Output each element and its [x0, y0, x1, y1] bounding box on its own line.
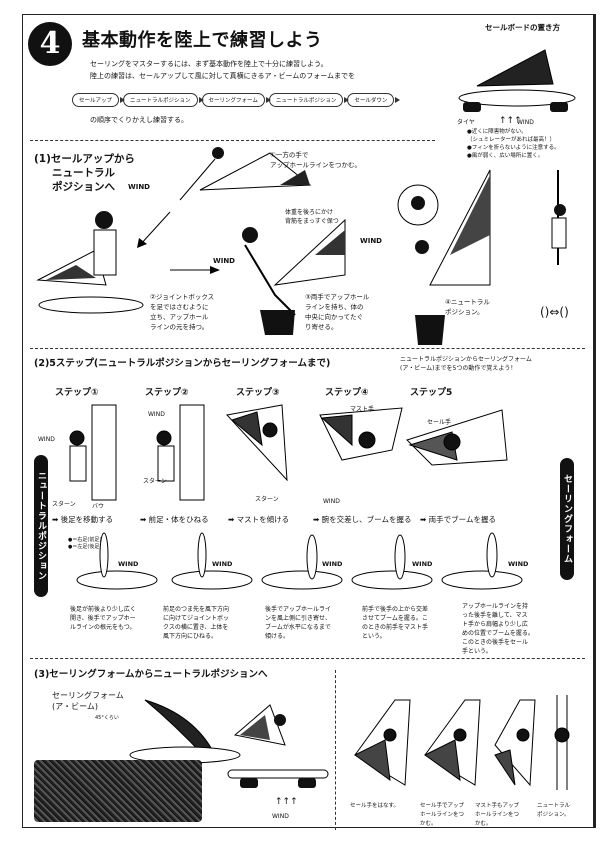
wind-label: WIND — [360, 237, 382, 245]
wind-arrows-icon: ↑↑↑ — [275, 797, 298, 807]
section2-subtitle: ニュートラルポジションからセーリングフォーム (ア・ビーム)までを5つの動作で覚… — [400, 356, 532, 372]
wind-label: WIND — [212, 560, 233, 568]
intro-line: セーリングをマスターするには、まず基本動作を陸上で十分に練習しよう。 — [90, 60, 328, 68]
step5-action: ➡ 両手でブームを握る — [420, 515, 496, 524]
step5-description: アップホールラインを持 った後手を離して、マス ト手から肩幅より少し広 めの位置… — [462, 603, 534, 655]
posture-note: 体重を後ろにかけ 背筋をまっすぐ保つ — [285, 209, 339, 225]
return-caption: セール手でアップ ホールラインをつ かむ。 — [420, 803, 465, 827]
sailing-form-label: セーリングフォーム (ア・ビーム) — [52, 691, 124, 711]
note-item: ●近くに障害物がない。 — [467, 129, 527, 135]
sequence-flow: セールアップ ニュートラルポジション セーリングフォーム ニュートラルポジション… — [72, 93, 401, 107]
step1-description: 後足が前後より少し広く 開き、後手でアップホー ルラインの根元をもつ。 — [70, 606, 136, 631]
divider — [30, 658, 585, 659]
section1-title-line: ニュートラル — [52, 167, 115, 179]
wind-label: WIND — [213, 257, 235, 265]
wind-label: WIND — [322, 560, 343, 568]
intro-line: 陸上の練習は、セールアップして風に対して真横にきるア・ビームのフォームまでを — [90, 72, 356, 80]
step2-heading: ステップ② — [145, 388, 189, 398]
five-steps-illustration — [69, 404, 508, 501]
neutral-back-illustration — [36, 211, 144, 314]
step3-heading: ステップ③ — [236, 388, 280, 398]
section1-title-line: ポジションへ — [52, 181, 115, 193]
page-frame — [22, 14, 596, 828]
wind-label: WIND — [412, 560, 433, 568]
wind-arrows-icon: ↑↑↑ — [499, 116, 522, 126]
step2-action: ➡ 前足・体をひねる — [140, 515, 209, 524]
sailing-form-label: セーリングフォーム — [560, 458, 574, 580]
neutral-position-illustration — [397, 169, 491, 345]
legend-item: ●＝左足(後足) — [68, 544, 102, 550]
inset-notes: ●近くに障害物がない。 （シュミレーターがあれば最高！） ●フィンを折らないよう… — [467, 128, 592, 160]
step3-caption: ③両手でアップホール ラインを持ち、体の 中央に向かってたぐ り寄せる。 — [305, 293, 370, 331]
standing-side-illustration — [551, 170, 567, 265]
step3-description: 後手でアップホールライ ンを風上側に引き寄せ、 ブームが水平になるまで 傾ける。 — [265, 606, 332, 640]
mast-hand-label: マスト手 — [350, 406, 375, 413]
sequence-step: セールアップ — [72, 93, 126, 107]
step4-action: ➡ 腕を交差し、ブームを握る — [313, 515, 412, 524]
divider — [30, 348, 585, 349]
divider — [30, 140, 435, 141]
wind-label: WIND — [323, 498, 340, 505]
angle-label: 45°くらい — [95, 715, 119, 721]
step1-action: ➡ 後足を移動する — [52, 515, 114, 524]
bow-label: バウ — [92, 503, 105, 510]
inset-title: セールボードの置き方 — [485, 23, 560, 32]
arrow-right-icon — [170, 266, 220, 274]
foot-legend: ●＝右足(前足) ●＝左足(後足) — [68, 537, 101, 551]
wind-label: WIND — [517, 119, 534, 126]
tire-label: タイヤ — [457, 119, 475, 126]
section1-title-line: (1)セールアップから — [34, 153, 135, 165]
section1-title: (1)セールアップから ニュートラル ポジションへ — [34, 152, 135, 194]
sail-hand-label: セール手 — [427, 419, 452, 426]
step2-caption: ②ジョイントボックス を足ではさむように 立ち、アップホール ラインの元を持つ。 — [150, 293, 215, 331]
step2-description: 前足のつま先を風下方向 に向けてジョイントボッ クスの横に置き、上体を 風下方向… — [163, 606, 230, 640]
section2-title: (2)5ステップ(ニュートラルポジションからセーリングフォームまで) — [34, 358, 331, 369]
page-title: 基本動作を陸上で練習しよう — [82, 30, 323, 51]
return-caption: マスト手もアップ ホールラインをつ かむ。 — [475, 803, 520, 827]
step4-description: 前手で後手の上から交差 させてブームを握る。こ のときの前手をマスト手 という。 — [362, 606, 429, 640]
note-item: ●フィンを折らないように注意する。 — [467, 145, 560, 151]
sequence-step: セールダウン — [347, 93, 401, 107]
board-placement-inset: セールボードの置き方 タイヤ ↑↑↑ WIND ●近くに障害物がない。 （シュミ… — [445, 14, 590, 159]
wind-label: WIND — [508, 560, 529, 568]
board-with-tires — [227, 769, 329, 788]
step1-heading: ステップ① — [55, 388, 99, 398]
stern-label: スターン — [255, 496, 279, 503]
sequence-step: ニュートラルポジション — [123, 93, 204, 107]
return-caption: ニュートラル ポジション。 — [537, 803, 571, 818]
dark-panel — [34, 760, 202, 822]
step4-heading: ステップ④ — [325, 388, 369, 398]
foot-position-icon: ()⇔() — [540, 305, 569, 319]
step4-caption: ④ニュートラル ポジション。 — [445, 298, 490, 316]
note-item: ●風が弱く、広い場所に置く。 — [467, 153, 544, 159]
wind-label: WIND — [272, 813, 289, 820]
stern-label: スターン — [52, 501, 76, 508]
return-caption: セール手をはなす。 — [350, 803, 399, 809]
wind-label: WIND — [118, 560, 139, 568]
vertical-divider — [335, 670, 336, 830]
sequence-step: セーリングフォーム — [201, 93, 272, 107]
legend-item: ●＝右足(前足) — [68, 537, 102, 543]
neutral-position-label: ニュートラルポジション — [34, 455, 48, 597]
stern-label: スターン — [143, 478, 167, 485]
section-number-badge: 4 — [28, 22, 72, 66]
return-to-neutral-sequence — [354, 695, 570, 790]
section3-title: (3)セーリングフォームからニュートラルポジションへ — [34, 669, 268, 680]
note-item: （シュミレーターがあれば最高！） — [467, 137, 556, 143]
wind-label: WIND — [128, 183, 150, 191]
pull-up-illustration — [242, 218, 346, 335]
sequence-tail: の順序でくりかえし練習する。 — [90, 116, 188, 124]
step3-action: ➡ マストを傾ける — [228, 515, 290, 524]
sail-down-illustration — [129, 699, 286, 764]
step5-heading: ステップ5 — [410, 388, 453, 398]
wind-label: WIND — [38, 436, 55, 443]
intro-text: セーリングをマスターするには、まず基本動作を陸上で十分に練習しよう。 陸上の練習… — [90, 58, 400, 82]
sail-up-illustration — [179, 147, 312, 201]
board-illustration — [458, 49, 576, 112]
arrow-down-left-icon — [137, 211, 171, 248]
step1-caption: ①一方の手で アップホールラインをつかむ。 — [270, 151, 361, 169]
sequence-step: ニュートラルポジション — [268, 93, 349, 107]
wind-label: WIND — [148, 411, 165, 418]
top-view-diagrams — [76, 532, 523, 590]
